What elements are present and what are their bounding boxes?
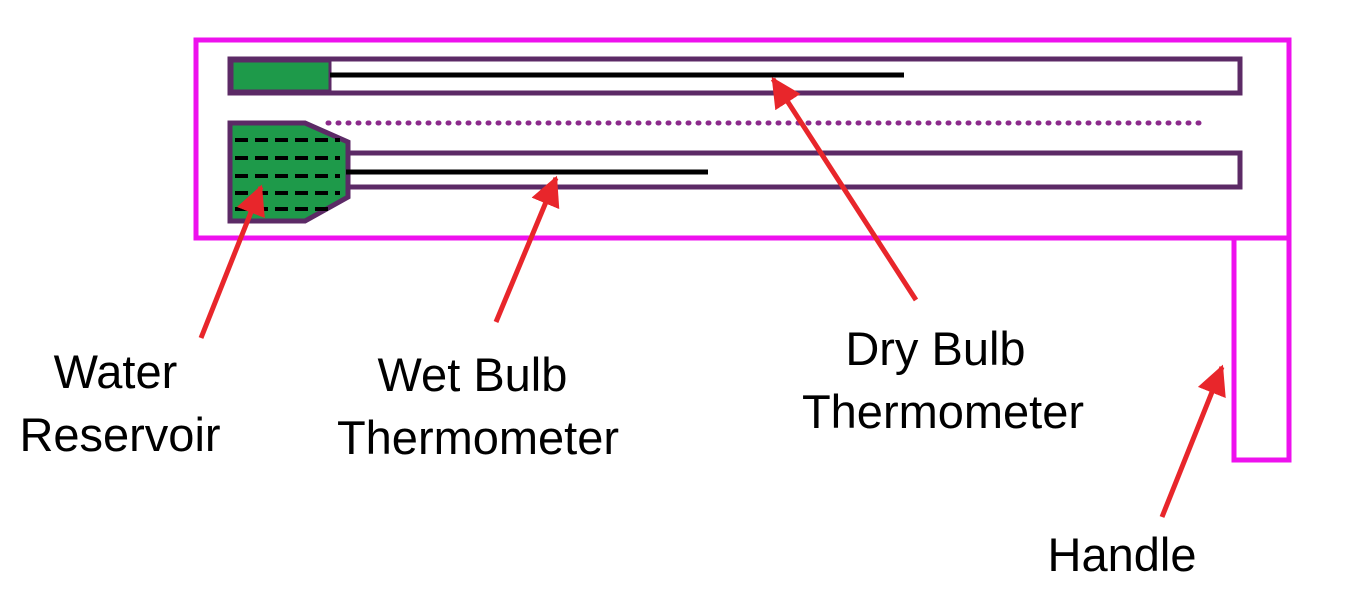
handle-arrow [1159,364,1226,518]
wick-dashes [235,138,340,211]
water-reservoir-wick [227,120,351,224]
handle-label: Handle [1048,528,1197,581]
wet-bulb-thermometer [227,120,1243,224]
dry-bulb-bulb [230,59,332,93]
dry-bulb-label: Dry Bulb Thermometer [802,322,1084,438]
wet-bulb-label-line1: Wet Bulb [378,348,568,401]
water-reservoir-label-line2: Reservoir [19,408,220,461]
dry-bulb-label-line1: Dry Bulb [845,322,1025,375]
outer-frame [193,37,1292,241]
water-reservoir-label: Water Reservoir [19,345,220,461]
wet-bulb-label: Wet Bulb Thermometer [337,348,619,464]
dry-bulb-arrow [770,76,919,302]
wet-bulb-arrow [493,175,560,323]
handle-grip [1231,235,1292,463]
water-reservoir-arrow [198,184,265,339]
wet-bulb-label-line2: Thermometer [337,411,619,464]
dry-bulb-label-line2: Thermometer [802,385,1084,438]
dry-bulb-thermometer [227,56,1243,96]
dry-bulb-tube [227,56,1243,96]
water-reservoir-label-line1: Water [54,345,178,398]
